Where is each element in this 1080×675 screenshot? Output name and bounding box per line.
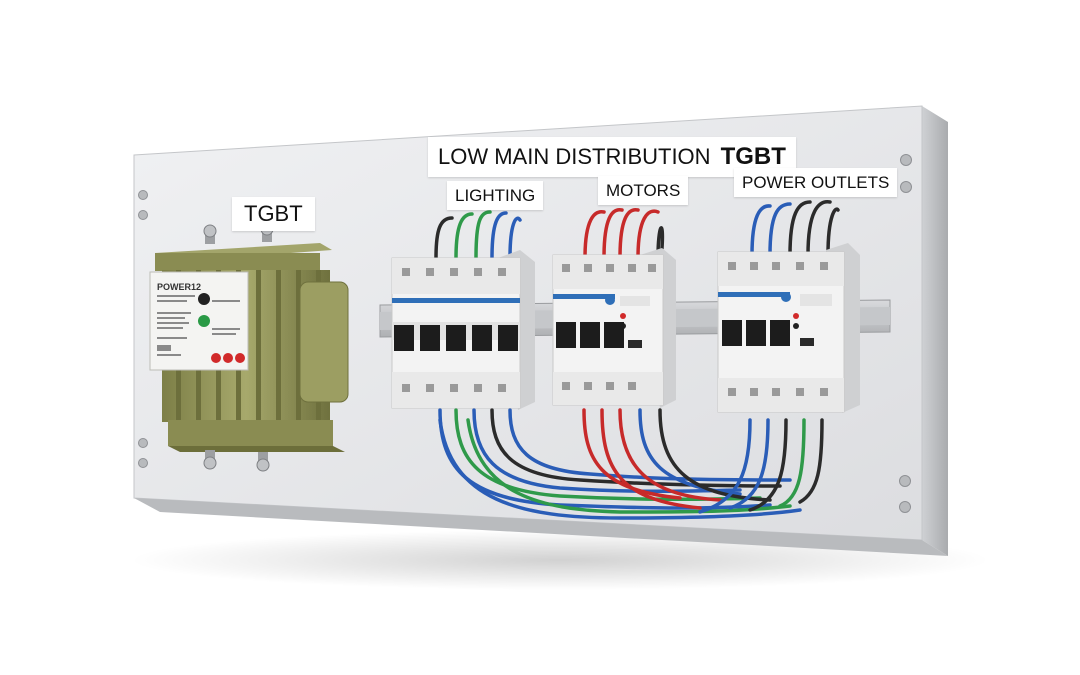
breaker-toggle[interactable] — [498, 325, 518, 351]
breaker-toggle[interactable] — [604, 322, 624, 348]
group-label-lighting: LIGHTING — [447, 181, 544, 210]
screw — [899, 475, 911, 487]
indicator-green — [198, 315, 210, 327]
breaker-toggle[interactable] — [746, 320, 766, 346]
indicator-red — [223, 353, 233, 363]
indicator-red — [211, 353, 221, 363]
transformer: POWER12 — [149, 222, 349, 472]
screw — [899, 501, 911, 513]
breaker-group-power-outlets — [717, 243, 860, 413]
screw — [138, 210, 148, 220]
indicator-red — [793, 313, 799, 319]
panel-bottom-edge — [134, 498, 948, 556]
breaker-toggle[interactable] — [472, 325, 492, 351]
breaker-toggle[interactable] — [446, 325, 466, 351]
rcd-test-button[interactable] — [628, 340, 642, 348]
breaker-toggle[interactable] — [770, 320, 790, 346]
group-label-power-outlets: POWER OUTLETS — [734, 168, 898, 197]
indicator-red — [235, 353, 245, 363]
screw — [138, 190, 148, 200]
panel-title-label: LOW MAIN DISTRIBUTION TGBT — [428, 137, 796, 177]
indicator-red — [620, 313, 626, 319]
breaker-toggles[interactable] — [394, 325, 518, 351]
breaker-toggle[interactable] — [420, 325, 440, 351]
panel-screws — [138, 154, 912, 513]
breaker-group-lighting — [391, 250, 535, 410]
panel-side-edge — [922, 106, 948, 556]
breaker-toggle[interactable] — [722, 320, 742, 346]
nameplate-brand: POWER12 — [157, 282, 201, 292]
breaker-group-motors — [552, 248, 676, 408]
indicator-black — [198, 293, 210, 305]
transformer-label: TGBT — [232, 197, 315, 231]
screw — [138, 458, 148, 468]
panel-title-prefix: LOW MAIN DISTRIBUTION — [438, 144, 711, 169]
panel-title-suffix: TGBT — [720, 143, 786, 170]
cables — [434, 200, 840, 520]
screw — [900, 154, 912, 166]
breaker-toggle[interactable] — [394, 325, 414, 351]
screw — [138, 438, 148, 448]
group-label-motors: MOTORS — [598, 176, 689, 205]
screw — [900, 181, 912, 193]
breaker-toggle[interactable] — [556, 322, 576, 348]
indicator-black — [793, 323, 799, 329]
rcd-test-button[interactable] — [800, 338, 814, 346]
breaker-toggle[interactable] — [580, 322, 600, 348]
